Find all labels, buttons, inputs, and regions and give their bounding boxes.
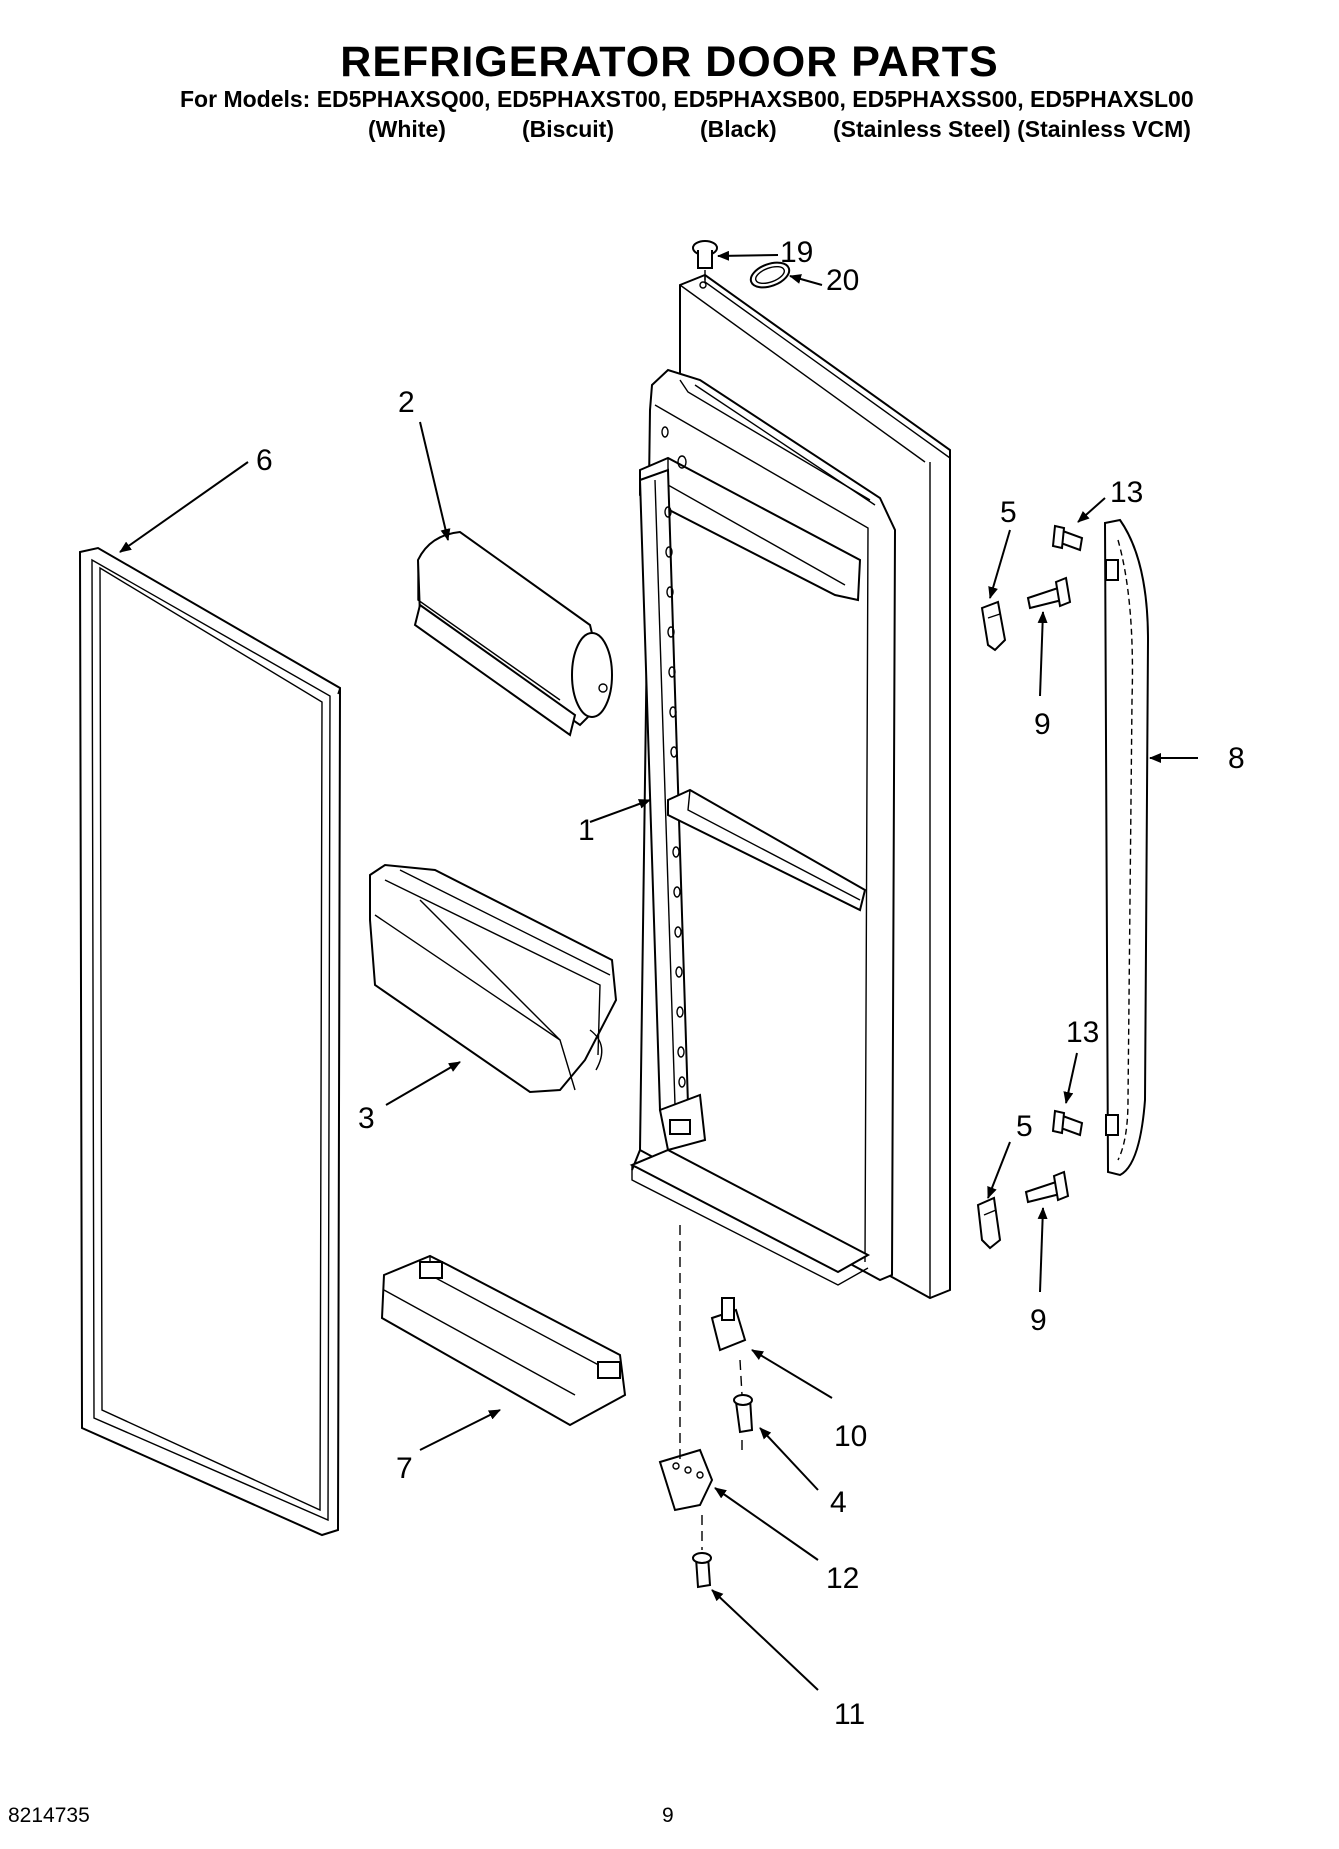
hinge-bottom-screw xyxy=(692,1552,712,1589)
callout-5-upper: 5 xyxy=(1000,496,1017,529)
callout-8: 8 xyxy=(1228,742,1245,775)
clip-screw-lower xyxy=(1024,1170,1070,1204)
finish-black: (Black) xyxy=(700,116,777,142)
leader-lines xyxy=(119,250,1198,1691)
callout-1: 1 xyxy=(578,814,595,847)
hinge-screw xyxy=(733,1394,754,1434)
finish-stainless: (Stainless Steel) (Stainless VCM) xyxy=(833,116,1191,142)
callout-9-lower: 9 xyxy=(1030,1304,1047,1337)
bottom-rail xyxy=(380,1254,627,1427)
page-title: REFRIGERATOR DOOR PARTS xyxy=(340,38,999,86)
door-gasket xyxy=(78,546,342,1537)
callout-4: 4 xyxy=(830,1486,847,1519)
callout-7: 7 xyxy=(396,1452,413,1485)
alignment-lines xyxy=(679,270,743,1550)
models-line: For Models: ED5PHAXSQ00, ED5PHAXST00, ED… xyxy=(180,86,1194,112)
finish-biscuit: (Biscuit) xyxy=(522,116,614,142)
callout-5-lower: 5 xyxy=(1016,1110,1033,1143)
callout-13-upper: 13 xyxy=(1110,476,1143,509)
callout-19: 19 xyxy=(780,236,813,269)
callout-12: 12 xyxy=(826,1562,859,1595)
handle-clip-lower xyxy=(976,1196,1002,1250)
callout-2: 2 xyxy=(398,386,415,419)
door-liner xyxy=(629,273,951,1300)
clip-screw-upper xyxy=(1026,576,1072,610)
doc-number: 8214735 xyxy=(8,1804,90,1827)
finish-white: (White) xyxy=(368,116,446,142)
door-bin xyxy=(369,863,618,1094)
handle-clip-upper xyxy=(980,600,1007,652)
callout-10: 10 xyxy=(834,1420,867,1453)
handle-screw-upper xyxy=(1051,524,1084,552)
dairy-compartment xyxy=(413,530,613,737)
callout-13-lower: 13 xyxy=(1066,1016,1099,1049)
bottom-hinge xyxy=(658,1448,714,1512)
hinge-pin-bracket xyxy=(710,1297,747,1352)
callout-3: 3 xyxy=(358,1102,375,1135)
page-number: 9 xyxy=(662,1804,674,1827)
callout-6: 6 xyxy=(256,444,273,477)
handle-screw-lower xyxy=(1051,1109,1084,1137)
top-washer xyxy=(749,261,791,289)
top-screw xyxy=(692,240,718,269)
callout-9-upper: 9 xyxy=(1034,708,1051,741)
callout-11: 11 xyxy=(834,1698,865,1731)
callout-20: 20 xyxy=(826,264,859,297)
door-handle xyxy=(1103,518,1150,1177)
